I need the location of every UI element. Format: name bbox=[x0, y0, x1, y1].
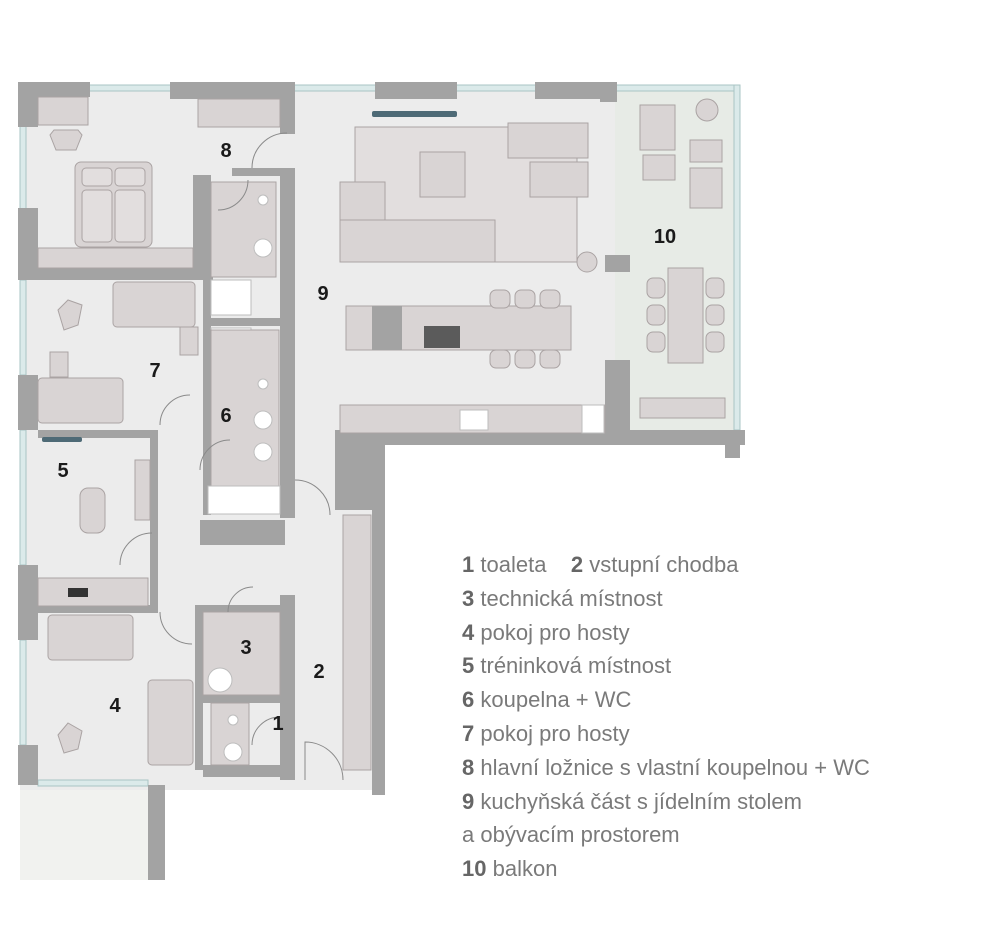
legend-number: 7 bbox=[462, 720, 475, 746]
legend-label: hlavní ložnice s vlastní koupelnou + WC bbox=[480, 754, 870, 780]
room-number-10: 10 bbox=[654, 226, 676, 248]
other-furniture bbox=[37, 281, 372, 771]
room-number-5: 5 bbox=[57, 460, 68, 482]
room-number-3: 3 bbox=[240, 637, 251, 659]
room-number-2: 2 bbox=[313, 661, 324, 683]
legend-label: kuchyňská část s jídelním stolem bbox=[480, 788, 802, 814]
legend-number: 6 bbox=[462, 687, 475, 713]
legend-row: 8 hlavní ložnice s vlastní koupelnou + W… bbox=[462, 751, 870, 785]
legend-label: pokoj pro hosty bbox=[480, 720, 630, 746]
living-furniture bbox=[339, 122, 606, 434]
legend-number: 10 bbox=[462, 856, 487, 882]
legend: 1 toaleta 2 vstupní chodba 3 technická m… bbox=[462, 548, 870, 886]
lower-balcony bbox=[20, 790, 150, 880]
room-number-9: 9 bbox=[317, 283, 328, 305]
legend-number: 5 bbox=[462, 653, 475, 679]
legend-number: 9 bbox=[462, 788, 475, 814]
legend-row: 4 pokoj pro hosty bbox=[462, 616, 870, 650]
room-number-4: 4 bbox=[109, 695, 121, 717]
legend-row: 1 toaleta 2 vstupní chodba bbox=[462, 548, 870, 582]
legend-label: technická místnost bbox=[480, 585, 663, 611]
legend-number: 2 bbox=[570, 552, 584, 577]
legend-label: vstupní chodba bbox=[589, 552, 739, 577]
legend-number: 3 bbox=[462, 585, 475, 611]
room-number-8: 8 bbox=[220, 140, 231, 162]
legend-row: 10 balkon bbox=[462, 852, 870, 886]
legend-number: 1 bbox=[462, 552, 475, 577]
legend-row-continuation: a obývacím prostorem bbox=[462, 818, 870, 852]
legend-row: 5 tréninková místnost bbox=[462, 649, 870, 683]
walls bbox=[18, 82, 745, 880]
balcony-furniture bbox=[639, 98, 726, 419]
legend-label: koupelna + WC bbox=[480, 687, 632, 713]
balcony-floor bbox=[615, 85, 737, 430]
legend-label: balkon bbox=[492, 856, 558, 882]
room-number-6: 6 bbox=[220, 405, 231, 427]
room-number-7: 7 bbox=[149, 360, 160, 382]
radiator-living bbox=[372, 111, 457, 117]
legend-label: pokoj pro hosty bbox=[480, 619, 630, 645]
legend-label: a obývacím prostorem bbox=[462, 822, 680, 848]
room-numbers: 1 2 3 4 5 6 7 8 9 10 bbox=[57, 140, 676, 735]
legend-row: 9 kuchyňská část s jídelním stolem bbox=[462, 785, 870, 819]
legend-number: 4 bbox=[462, 619, 475, 645]
doors bbox=[119, 132, 344, 781]
legend-row: 6 koupelna + WC bbox=[462, 683, 870, 717]
legend-label: toaleta bbox=[480, 552, 547, 577]
legend-number: 8 bbox=[462, 754, 475, 780]
legend-row: 3 technická místnost bbox=[462, 582, 870, 616]
legend-label: tréninková místnost bbox=[480, 653, 672, 679]
radiator-gym bbox=[42, 437, 82, 442]
legend-row: 7 pokoj pro hosty bbox=[462, 717, 870, 751]
room-number-1: 1 bbox=[272, 713, 283, 735]
